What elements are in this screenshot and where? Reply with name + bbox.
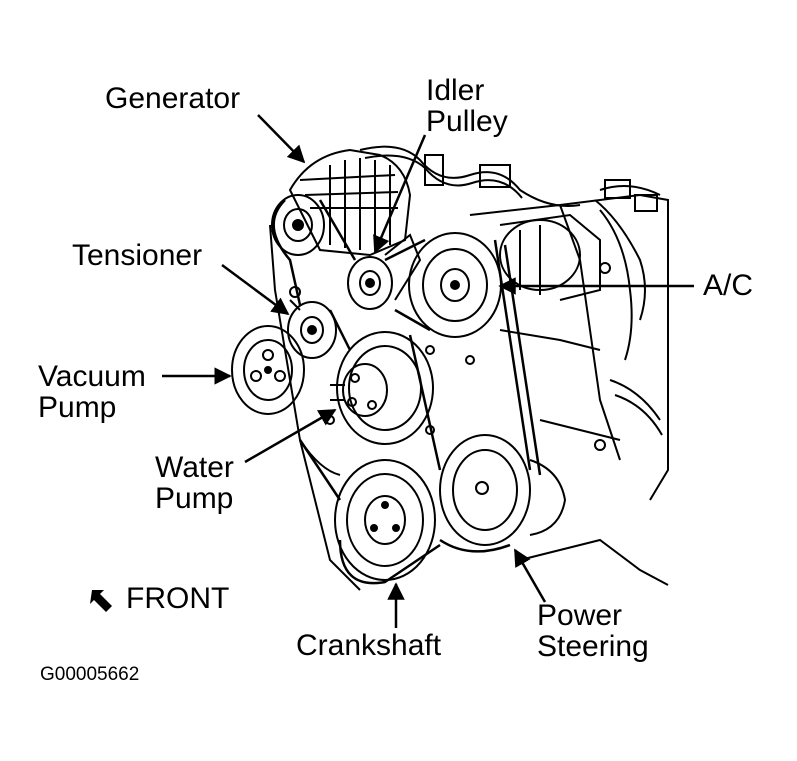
engine-block [269, 193, 669, 591]
tensioner-label: Tensioner [72, 239, 203, 272]
ac-compressor-body [499, 213, 601, 301]
power-steering-label: Power Steering [537, 599, 649, 663]
leader-arrows [162, 114, 694, 628]
wiring-harness [359, 145, 663, 436]
generator-pulley [271, 194, 325, 256]
ac-label: A/C [703, 269, 754, 302]
front-label: FRONT [126, 582, 230, 615]
tensioner [287, 286, 337, 359]
generator-leader [257, 114, 306, 164]
generator [288, 148, 412, 257]
vacuum-pump-label: Vacuum Pump [38, 360, 146, 424]
idler-pulley-leader [373, 134, 427, 254]
idler-pulley-label: Idler Pulley [426, 74, 508, 138]
diagonal-arrow-icon [90, 590, 112, 612]
water-pump-leader [244, 408, 337, 464]
idler-pulley [347, 233, 422, 310]
tensioner-leader [221, 263, 290, 316]
serpentine-belt [272, 199, 542, 585]
generator-label: Generator [105, 82, 241, 115]
power-steering-leader [513, 548, 547, 603]
crankshaft-pulley [334, 459, 436, 581]
water-pump-label: Water Pump [155, 451, 234, 515]
power-steering-pulley [439, 434, 567, 546]
water-pump [330, 331, 434, 445]
crankshaft-label: Crankshaft [296, 629, 442, 662]
figure-code: G00005662 [40, 664, 140, 685]
ac-pulley [408, 232, 502, 338]
vacuum-pump [231, 325, 305, 415]
